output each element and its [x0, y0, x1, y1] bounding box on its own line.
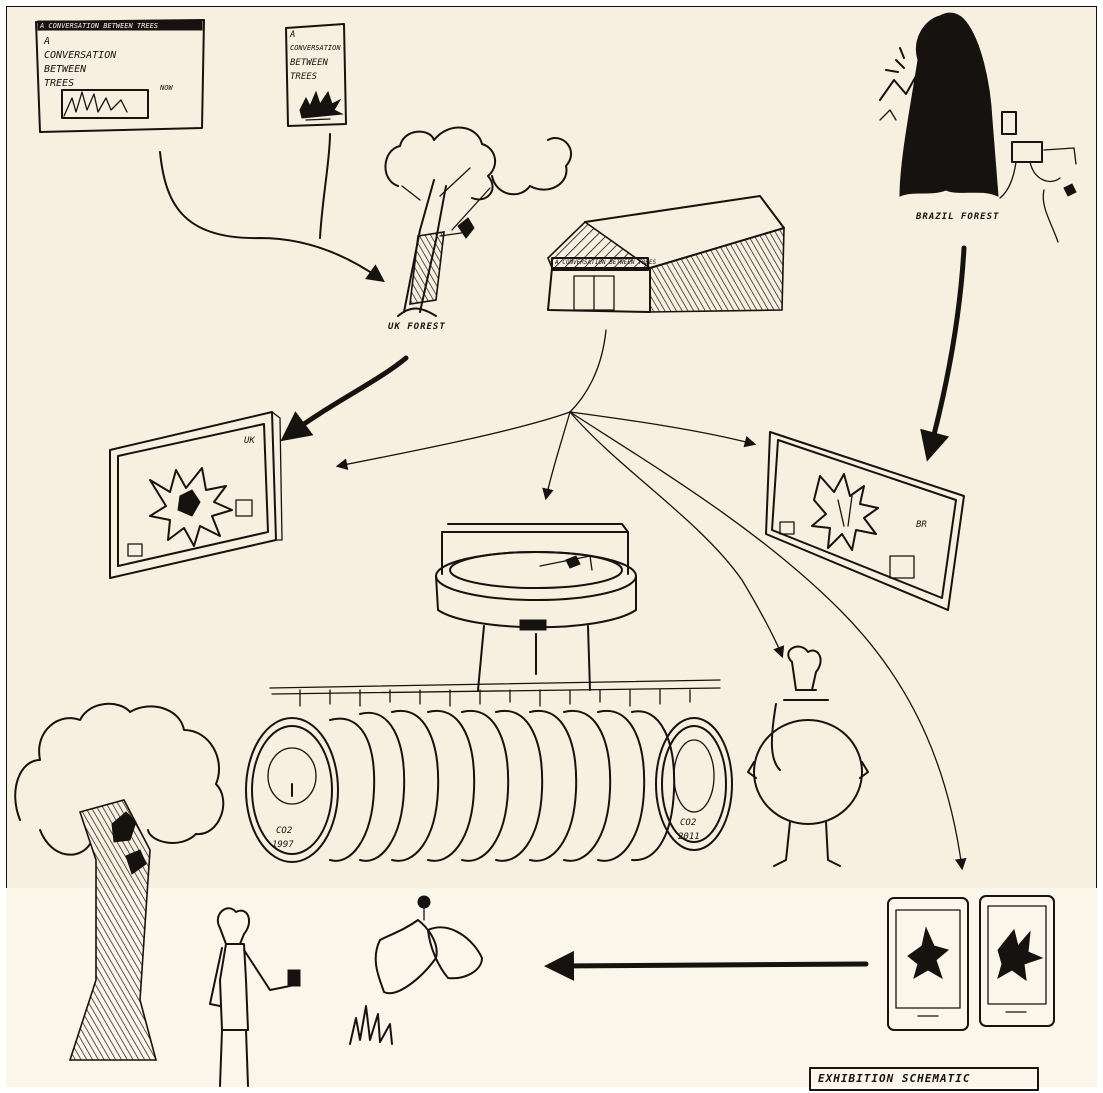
- title-box-frame: [809, 1067, 1039, 1091]
- brazil-forest-tree: [879, 12, 1077, 243]
- poster-large-line-3: BETWEEN: [44, 64, 87, 75]
- exhibition-building: [547, 195, 785, 313]
- disc-wall: [245, 679, 733, 863]
- title-box: EXHIBITION SCHEMATIC: [818, 1072, 971, 1085]
- poster-large-line-1: A: [44, 36, 51, 47]
- poster-large: [35, 19, 205, 133]
- left-tree: [14, 702, 225, 1061]
- poster-large-line-4: TREES: [44, 78, 75, 89]
- building-sign: A CONVERSATION BETWEEN TREES: [555, 259, 657, 266]
- poster-small: [285, 23, 347, 127]
- disc-last-label-line-1: CO2: [680, 818, 697, 828]
- uk-forest-label: UK FOREST: [388, 322, 446, 332]
- uk-screen: [109, 411, 283, 579]
- poster-large-header: A CONVERSATION BETWEEN TREES: [40, 22, 159, 30]
- brazil-forest-label: BRAZIL FOREST: [916, 212, 1000, 222]
- disc-first-label-line-1: CO2: [276, 826, 293, 836]
- sketch-paper-lower-band: [6, 888, 1097, 1087]
- person-with-device: [209, 907, 301, 1087]
- tablets: [887, 895, 1055, 1031]
- person-with-disc: [747, 645, 869, 867]
- tablets-arrow: [544, 950, 869, 981]
- disc-first-label-line-2: 1997: [272, 840, 294, 850]
- poster-large-line-2: CONVERSATION: [44, 50, 117, 61]
- poster-large-line-5: NOW: [160, 84, 173, 92]
- poster-small-line-1: A: [290, 30, 296, 40]
- poster-small-line-4: TREES: [290, 72, 318, 82]
- uk-screen-tag: UK: [244, 436, 255, 446]
- oak-leaves: [374, 895, 483, 995]
- poster-small-line-2: CONVERSATION: [290, 44, 341, 52]
- disc-last-label-line-2: 2011: [678, 832, 700, 842]
- br-screen-tag: BR: [916, 520, 927, 530]
- turntable-sculpture: [435, 523, 637, 691]
- grass-tuft: [349, 1005, 393, 1045]
- poster-small-line-3: BETWEEN: [290, 58, 328, 68]
- uk-forest-tree: [384, 126, 573, 317]
- br-screen: [765, 431, 965, 611]
